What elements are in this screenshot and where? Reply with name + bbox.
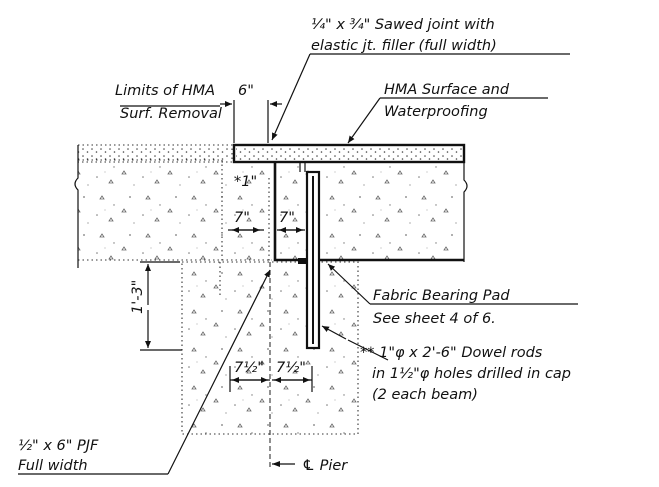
fabric-pad-label-1: Fabric Bearing Pad — [373, 288, 510, 304]
dim-1ft3in — [140, 261, 182, 351]
limits-label-1: Limits of HMA — [115, 83, 215, 99]
sawed-joint-label-2: elastic jt. filler (full width) — [311, 38, 497, 54]
bearing-pad — [298, 258, 307, 264]
dim-7in-left-label: 7" — [234, 210, 250, 226]
dim-7half-right-label: 7½" — [276, 360, 306, 376]
dowel-label-1: ** 1"φ x 2'-6" Dowel rods — [360, 345, 543, 361]
hma-label-2: Waterproofing — [384, 104, 488, 120]
left-slab — [74, 144, 272, 268]
new-slab — [273, 145, 468, 262]
dim-7half-left-label: 7½" — [234, 360, 264, 376]
dim-1in-label: *1" — [234, 174, 257, 190]
dim-7in-right-label: 7" — [279, 210, 295, 226]
hma-label-1: HMA Surface and — [384, 82, 510, 98]
dowel-label-3: (2 each beam) — [372, 387, 478, 403]
pjf-label-2: Full width — [18, 458, 88, 474]
limits-label-2: Surf. Removal — [120, 106, 222, 122]
dim-7half — [229, 366, 313, 392]
pjf-label-1: ½" x 6" PJF — [18, 438, 99, 454]
dowel-rod — [305, 170, 321, 350]
fabric-pad-label-2: See sheet 4 of 6. — [373, 311, 496, 327]
dim-6in — [120, 100, 282, 143]
pier-cl-label: ℄ Pier — [302, 458, 348, 474]
pier-centerline — [269, 262, 295, 470]
leaders — [18, 53, 578, 475]
sawed-joint-label-1: ¼" x ¾" Sawed joint with — [311, 17, 495, 33]
dim-1ft3in-label: 1'-3" — [130, 280, 146, 314]
dowel-label-2: in 1½"φ holes drilled in cap — [372, 366, 571, 382]
dim-6in-label: 6" — [238, 83, 254, 99]
sawed-joint — [299, 162, 306, 172]
hma-surface — [232, 143, 466, 164]
